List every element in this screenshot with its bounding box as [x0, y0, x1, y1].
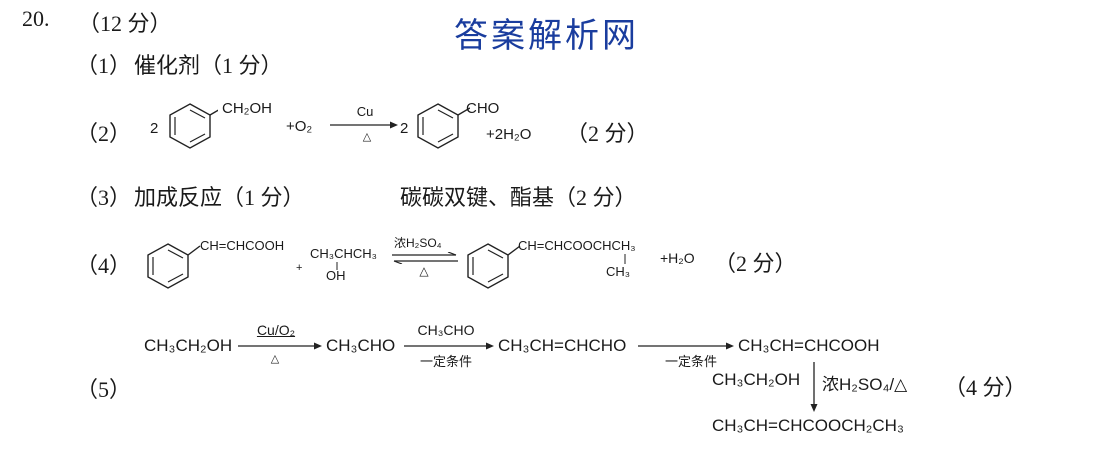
reaction-arrow-down-icon: [810, 362, 818, 412]
part5-intermediate3: CH₃CH=CHCOOH: [738, 336, 880, 355]
part4-condition: △: [419, 264, 429, 278]
part2-water: +2H₂O: [486, 126, 532, 143]
part2-label: （2）: [76, 121, 132, 146]
part2-catalyst: Cu: [356, 104, 374, 119]
part4-alcohol-hydroxyl: OH: [326, 268, 346, 283]
benzene-ring-icon: [467, 243, 521, 289]
benzene-ring-icon: [169, 103, 218, 149]
part5-step1-condition: △: [270, 353, 280, 365]
watermark-text: 答案解析网: [454, 16, 639, 56]
part2-oxygen: +O₂: [286, 118, 313, 135]
part1-text: 催化剂（1 分）: [134, 53, 283, 78]
part2-score: （2 分）: [566, 121, 649, 146]
part5-start: CH₃CH₂OH: [144, 336, 233, 355]
benzene-ring-icon: [147, 243, 201, 289]
reaction-arrow-icon: [638, 342, 734, 350]
part4-reagent: 浓H₂SO₄: [394, 236, 442, 250]
part5-label: （5）: [76, 377, 132, 402]
part4-ester-branch: CH₃: [606, 264, 631, 279]
part5-step1-reagent: Cu/O₂: [256, 322, 296, 338]
reaction-arrow-icon: [404, 342, 494, 350]
part5-score: （4 分）: [944, 375, 1027, 400]
part2-condition: △: [362, 131, 372, 143]
part3-label: （3）: [76, 185, 132, 210]
part5-intermediate1: CH₃CHO: [326, 336, 396, 355]
bond-line-icon: [336, 262, 338, 270]
part4-ester-substituent: CH=CHCOOCHCH₃: [518, 238, 636, 253]
part4-plus: +: [296, 262, 303, 274]
part5-step2-reagent: CH₃CHO: [417, 322, 475, 338]
part5-step4-reagent-right: 浓H₂SO₄/△: [822, 375, 908, 394]
bond-line-icon: [624, 254, 626, 264]
part2-reactant-coefficient: 2: [150, 120, 159, 137]
question-number: 20.: [22, 6, 50, 31]
part4-water: +H₂O: [660, 250, 695, 266]
part5-step4-reagent-left: CH₃CH₂OH: [712, 370, 801, 389]
part4-label: （4）: [76, 253, 132, 278]
question-points: （12 分）: [78, 11, 172, 36]
part4-alcohol: CH₃CHCH₃: [310, 246, 377, 261]
reversible-arrow-icon: [392, 252, 458, 264]
part5-step2-condition: 一定条件: [419, 354, 472, 369]
part4-score: （2 分）: [714, 251, 797, 276]
part5-product: CH₃CH=CHCOOCH₂CH₃: [712, 416, 904, 435]
part2-product-substituent: CHO: [466, 100, 500, 117]
reaction-arrow-icon: [238, 342, 322, 350]
part3-text1: 加成反应（1 分）: [134, 185, 305, 210]
reaction-arrow-icon: [330, 121, 398, 129]
part4-acid-substituent: CH=CHCOOH: [200, 238, 285, 253]
part5-intermediate2: CH₃CH=CHCHO: [498, 336, 627, 355]
part2-product-coefficient: 2: [400, 120, 409, 137]
part5-step3-condition: 一定条件: [664, 354, 717, 369]
part3-text2: 碳碳双键、酯基（2 分）: [400, 185, 637, 210]
part2-reactant-substituent: CH₂OH: [222, 100, 272, 117]
part1-label: （1）: [76, 53, 132, 78]
benzene-ring-icon: [417, 103, 470, 149]
